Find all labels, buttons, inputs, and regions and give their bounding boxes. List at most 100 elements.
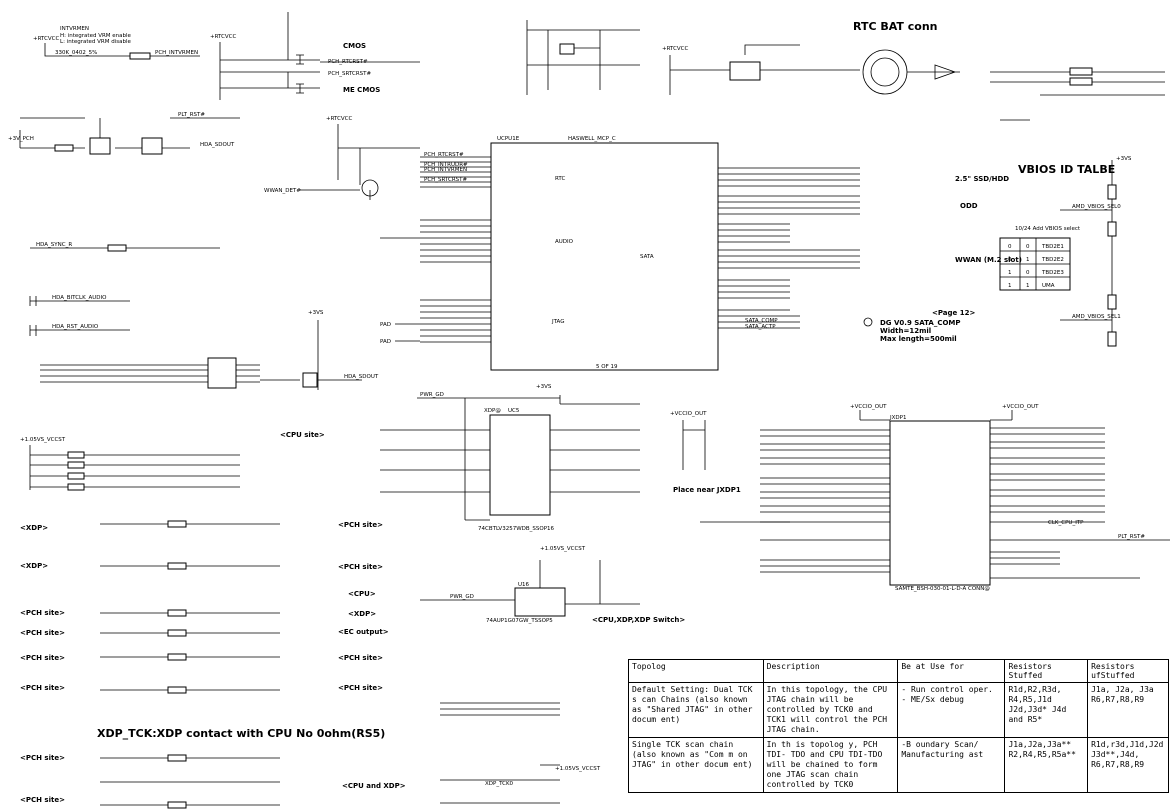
topology-table: Topolog Description Be at Use for Resist… <box>628 659 1169 793</box>
topology-header-use: Be at Use for <box>897 659 1006 683</box>
cm-caps-wires <box>29 296 130 336</box>
label-cmos: CMOS <box>343 42 366 50</box>
label-me-cmos: ME CMOS <box>343 86 380 94</box>
chip-page: 5 OF 19 <box>596 364 618 370</box>
jxdp-right-wires <box>990 539 1170 579</box>
pwr-gd-wire <box>417 395 640 405</box>
xdp-tck-note: XDP_TCK:XDP contact with CPU No 0ohm(RS5… <box>97 727 385 740</box>
vbios-r1c2: TBD2E2 <box>1041 257 1064 263</box>
pch-site-1: <PCH site> <box>20 609 65 617</box>
resistor-rc210 <box>1069 67 1093 76</box>
topology-cell: R1d,r3d,J1d,J2d J3d**,J4d, R6,R7,R8,R9 <box>1087 737 1169 793</box>
mecmos-jumper <box>296 83 304 94</box>
resistor-rc195 <box>167 653 187 661</box>
vbios-table: 0 0 TBD2E1 0 1 TBD2E2 1 0 TBD2E3 1 1 UMA <box>999 237 1071 291</box>
vbios-r1c0: 0 <box>1008 257 1012 263</box>
topology-header-description: Description <box>762 659 899 683</box>
crystal-wires <box>526 20 640 95</box>
topology-header-topolog: Topolog <box>628 659 764 683</box>
buffer-u16 <box>514 587 566 617</box>
resistor-rc281 <box>167 562 187 570</box>
rtc-battery-inner <box>870 57 900 87</box>
block-sata: SATA <box>640 254 654 260</box>
rtcvcc-label-4: +RTCVCC <box>326 116 353 122</box>
topology-header-row: Topolog Description Be at Use for Resist… <box>628 659 1169 683</box>
pch-site-4: <PCH site> <box>20 684 65 692</box>
pch-site-2: <PCH site> <box>20 629 65 637</box>
xdp-mux-part: 74CBTLV3257WDB_SSOP16 <box>478 526 555 532</box>
xdp-chip-ref: UC5 <box>508 408 520 414</box>
vbios-r2c1: 0 <box>1026 270 1030 276</box>
pch-site-6: <PCH site> <box>20 796 65 804</box>
resistor-rc46 <box>67 483 85 491</box>
resistor-rc207 <box>1069 77 1093 86</box>
transistor-q59 <box>361 179 379 197</box>
place-near: Place near JXDP1 <box>673 486 741 494</box>
main-chip-left-pins <box>420 156 491 343</box>
sata-comp-line3: Max length=500mil <box>880 335 957 343</box>
resistor-rc256 <box>129 52 151 60</box>
resistor-rc221 <box>1107 331 1117 347</box>
jxdp-part: SAMTE_BSH-030-01-L-D-A CONN@ <box>895 586 990 592</box>
net-pwr-gd-2: PWR_GD <box>450 594 474 600</box>
main-chip-part: HASWELL_MCP_C <box>568 136 616 142</box>
cpu-site-1: <CPU site> <box>280 431 325 439</box>
sata-comp-line1: DG V0.9 SATA_COMP <box>880 319 961 327</box>
rtc-battery-lead <box>907 64 960 80</box>
v3vs-label-1: +3VS <box>1116 156 1132 162</box>
jxdp-caps-wires <box>682 420 706 470</box>
topology-cell: In th is topolog y, PCH TDI- TDO and CPU… <box>762 737 899 793</box>
pch-site-9: <PCH site> <box>338 654 383 662</box>
net-sata-actp: SATA_ACTP <box>745 324 776 330</box>
resistor-pack-rp1 <box>207 357 237 389</box>
net-xdp-tck0: XDP_TCK0 <box>485 781 514 787</box>
resistor-rc41 <box>67 461 85 469</box>
vbios-r0c0: 0 <box>1008 244 1012 250</box>
jxdp-power-wires <box>859 410 1013 421</box>
net-intrudr: PCH_INTRUDR# <box>424 162 468 168</box>
resistor-rc193 <box>167 801 187 809</box>
rtcvcc-label-1: +RTCVCC <box>33 36 60 42</box>
topology-row: Single TCK scan chain (also known as "Co… <box>628 737 1169 793</box>
v105-label-1: +1.05VS_VCCST <box>20 437 66 443</box>
label-ssd: 2.5" SSD/HDD <box>955 175 1009 183</box>
intvrmen-line2: L: integrated VRM disable <box>60 39 131 45</box>
pad-wires <box>395 323 420 342</box>
u16-ref: U16 <box>518 582 530 588</box>
net-pwr-gd-1: PWR_GD <box>420 392 444 398</box>
block-audio: AUDIO <box>555 239 574 245</box>
block-jtag: JTAG <box>551 319 564 325</box>
main-chip-right-pins <box>718 167 860 329</box>
v3vs-label-2: +3VS <box>308 310 324 316</box>
qc11-wires <box>260 320 362 390</box>
left-series-wires <box>100 523 280 806</box>
v105-label-2: +1.05VS_VCCST <box>540 546 586 552</box>
jxdp-pins <box>760 427 1105 523</box>
pch-site-8: <PCH site> <box>338 563 383 571</box>
mosfet-qc8b <box>141 137 163 155</box>
vbios-r0c1: 0 <box>1026 244 1030 250</box>
net-srtcrst-2: PCH_SRTCRST# <box>424 177 468 183</box>
wwan-wires <box>300 124 420 200</box>
net-plt-rst: PLT_RST# <box>178 112 205 118</box>
hda-sync-wire <box>30 237 420 249</box>
title-rtc-bat: RTC BAT conn <box>853 20 938 33</box>
rtcvcc-label-3: +RTCVCC <box>662 46 689 52</box>
topology-cell: J1a,J2a,J3a** R2,R4,R5,R5a** <box>1004 737 1089 793</box>
vbios-table-title: 10/24 Add VBIOS select <box>1015 226 1081 232</box>
label-wwan: WWAN (M.2 slot) <box>955 256 1022 264</box>
net-vbios-sel0: AMD_VBIOS_SEL0 <box>1072 204 1121 210</box>
vbios-r0c2: TBD2E1 <box>1041 244 1064 250</box>
vbios-r2c0: 1 <box>1008 270 1012 276</box>
topology-cell: R1d,R2,R3d, R4,R5,J1d J2d,J3d* J4d and R… <box>1004 682 1089 738</box>
r-val-330k: 330K_0402_5% <box>55 50 97 56</box>
mosfet-qc8a <box>89 137 111 155</box>
block-rtc: RTC <box>555 176 565 182</box>
sata-comp-marker <box>863 317 873 327</box>
vbios-r3c2: UMA <box>1042 283 1055 289</box>
transistor-qc11 <box>302 372 318 388</box>
pad-t155: PAD <box>380 322 391 328</box>
pad-t157: PAD <box>380 339 391 345</box>
vbios-r3c1: 1 <box>1026 283 1030 289</box>
jxdp-left-wires <box>700 521 890 573</box>
